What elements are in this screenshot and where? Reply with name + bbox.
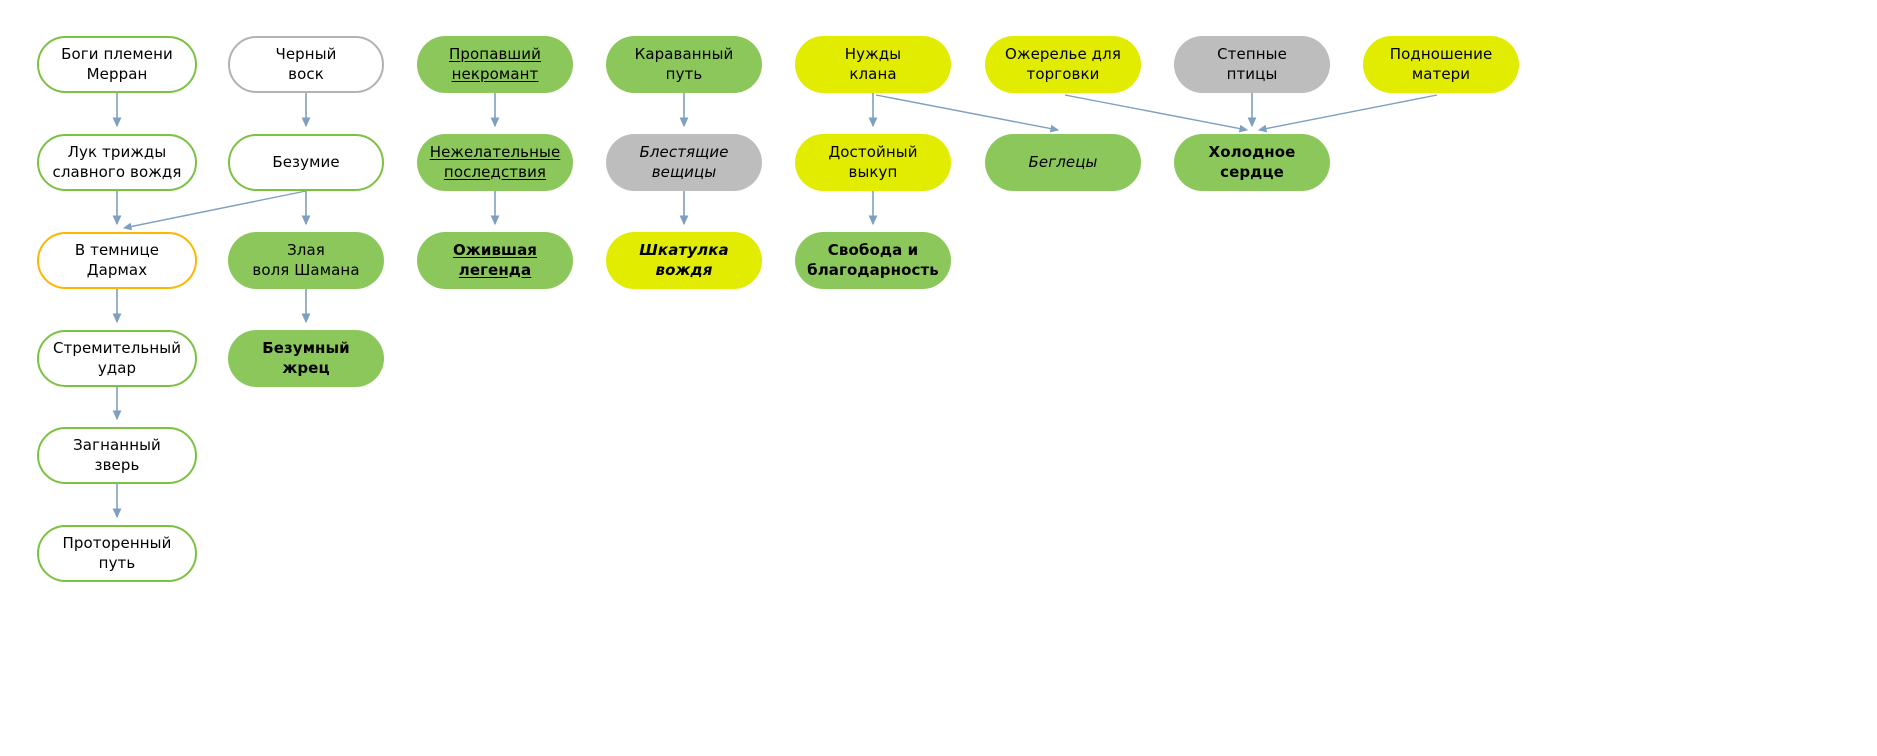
flow-node[interactable]: Пропавший некромант xyxy=(417,36,573,93)
flow-node[interactable]: Степные птицы xyxy=(1174,36,1330,93)
flow-node[interactable]: Стремительный удар xyxy=(37,330,197,387)
flow-node[interactable]: Загнанный зверь xyxy=(37,427,197,484)
flow-node[interactable]: Проторенный путь xyxy=(37,525,197,582)
flow-edge xyxy=(1257,94,1438,133)
flow-node[interactable]: Лук трижды славного вождя xyxy=(37,134,197,191)
flow-node[interactable]: Ожерелье для торговки xyxy=(985,36,1141,93)
flow-node[interactable]: Ожившая легенда xyxy=(417,232,573,289)
flow-node[interactable]: Безумие xyxy=(228,134,384,191)
flow-node[interactable]: Караванный путь xyxy=(606,36,762,93)
flow-node[interactable]: Достойный выкуп xyxy=(795,134,951,191)
flow-node[interactable]: Блестящие вещицы xyxy=(606,134,762,191)
flow-node[interactable]: Нежелательные последствия xyxy=(417,134,573,191)
flow-edge xyxy=(122,190,307,231)
flow-node[interactable]: Подношение матери xyxy=(1363,36,1519,93)
flow-edge xyxy=(875,94,1060,133)
flow-node[interactable]: Черный воск xyxy=(228,36,384,93)
flow-node[interactable]: Боги племени Мерран xyxy=(37,36,197,93)
flow-edge xyxy=(1064,94,1249,133)
flow-node[interactable]: Злая воля Шамана xyxy=(228,232,384,289)
flow-node[interactable]: Шкатулка вождя xyxy=(606,232,762,289)
flow-node[interactable]: Беглецы xyxy=(985,134,1141,191)
flow-node[interactable]: Холодное сердце xyxy=(1174,134,1330,191)
flow-node[interactable]: В темнице Дармах xyxy=(37,232,197,289)
flow-node[interactable]: Нужды клана xyxy=(795,36,951,93)
flow-node[interactable]: Безумный жрец xyxy=(228,330,384,387)
flow-node[interactable]: Свобода и благодарность xyxy=(795,232,951,289)
